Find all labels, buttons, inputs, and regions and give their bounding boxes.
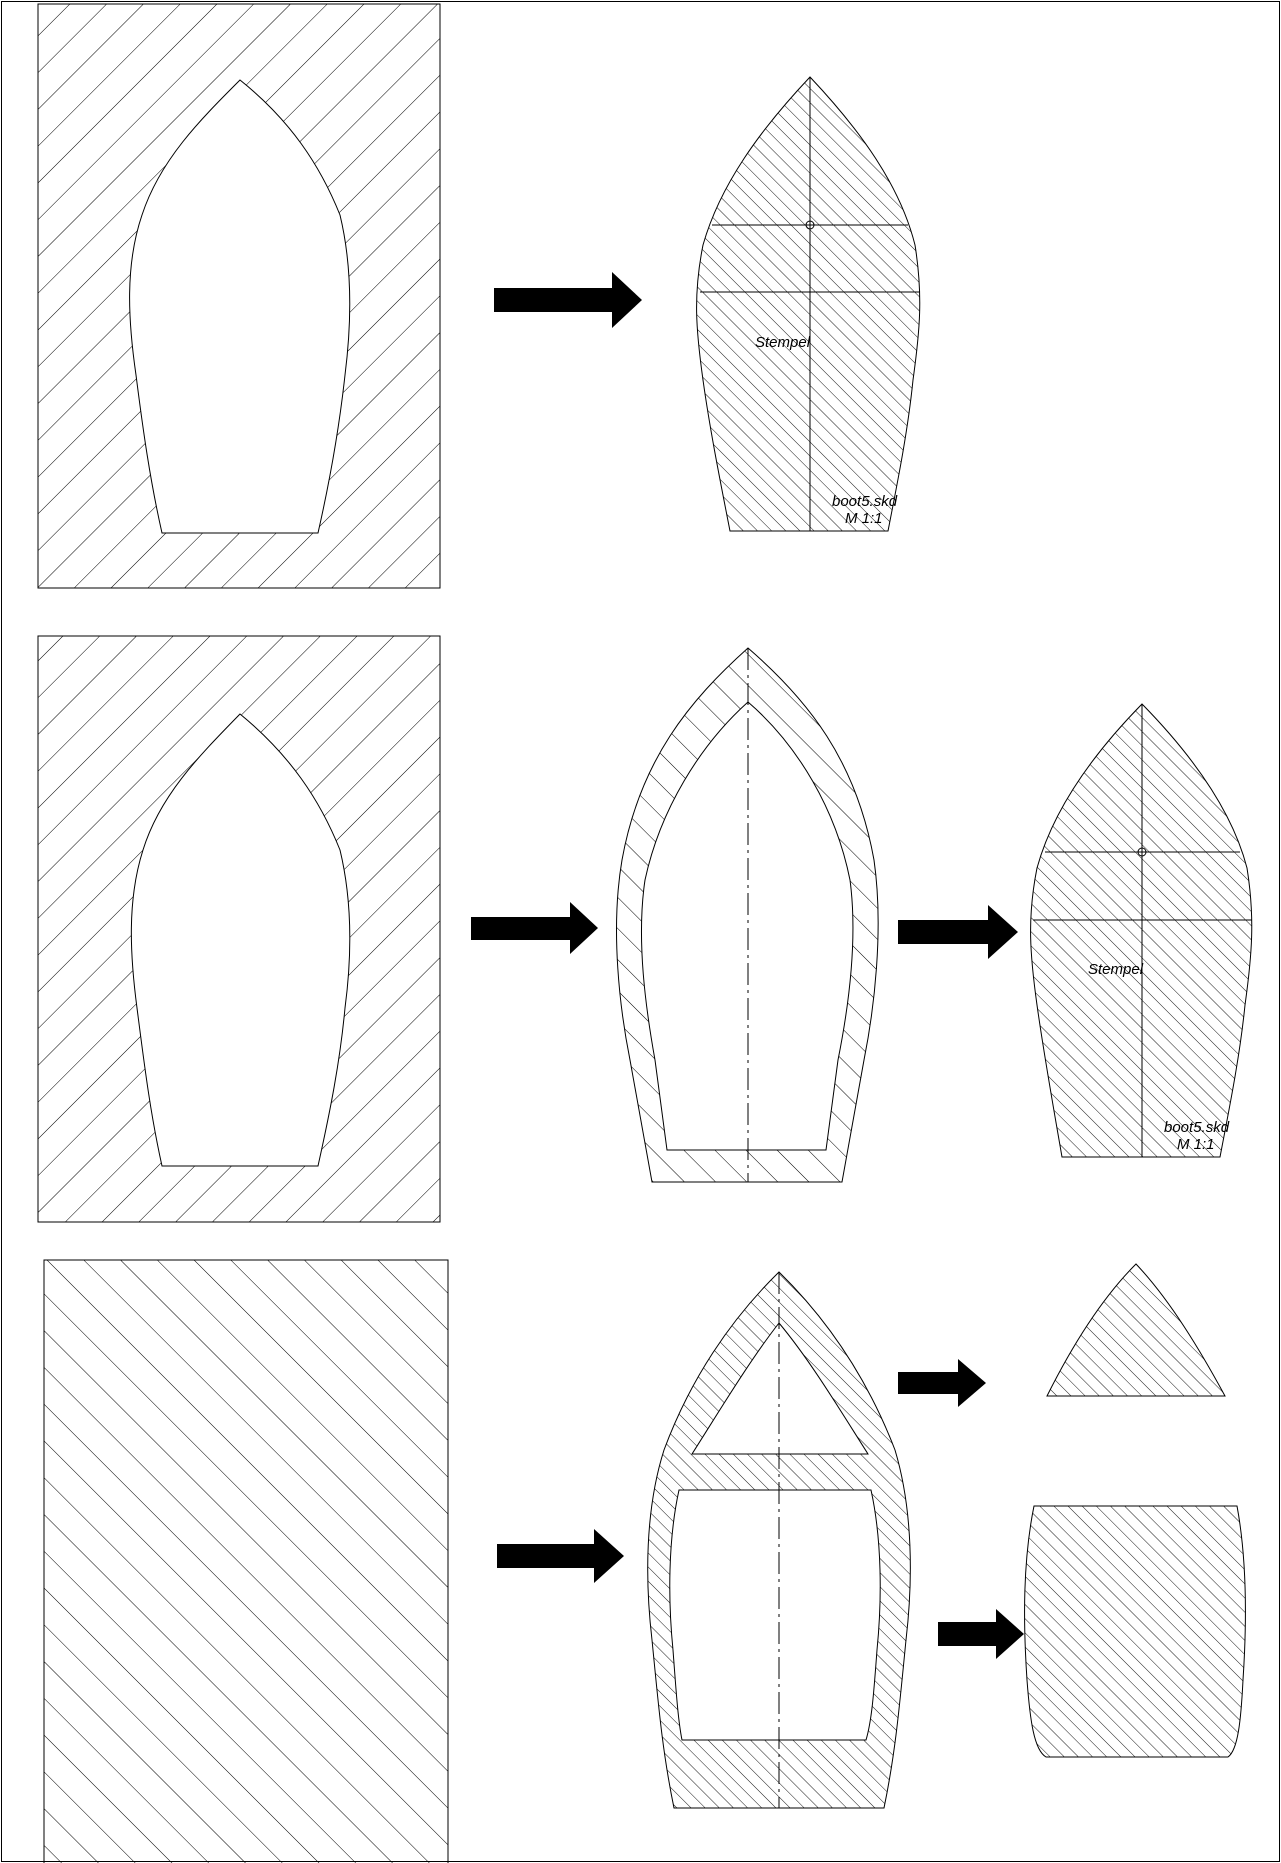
row-2-arrow-1 [471,902,598,954]
row-3-arrow [497,1529,624,1583]
stamp-label: Stempel [755,334,811,351]
row-1-mold-block [37,3,441,589]
row-2-mold-block [37,635,441,1223]
row-2-hollow-shell [616,647,879,1183]
scale-label-2: M 1:1 [1177,1136,1215,1153]
row-2-arrow-2 [898,905,1018,959]
row-3-arrow-bottom [938,1609,1024,1659]
row-3-bow-piece [1046,1263,1226,1397]
row-1-arrow [494,272,642,328]
row-3-cut-shell [647,1271,911,1809]
row-2-stamp: Stempel boot5.skd M 1:1 [1030,703,1253,1158]
row-1-stamp: Stempel boot5.skd M 1:1 [696,76,921,532]
file-label: boot5.skd [832,493,898,510]
file-label-2: boot5.skd [1164,1119,1230,1136]
row-3-hull-piece [1024,1505,1246,1758]
row-3-arrow-top [898,1359,986,1407]
scale-label: M 1:1 [845,510,883,527]
stamp-label-2: Stempel [1088,961,1144,978]
row-3-solid-block [43,1259,449,1863]
